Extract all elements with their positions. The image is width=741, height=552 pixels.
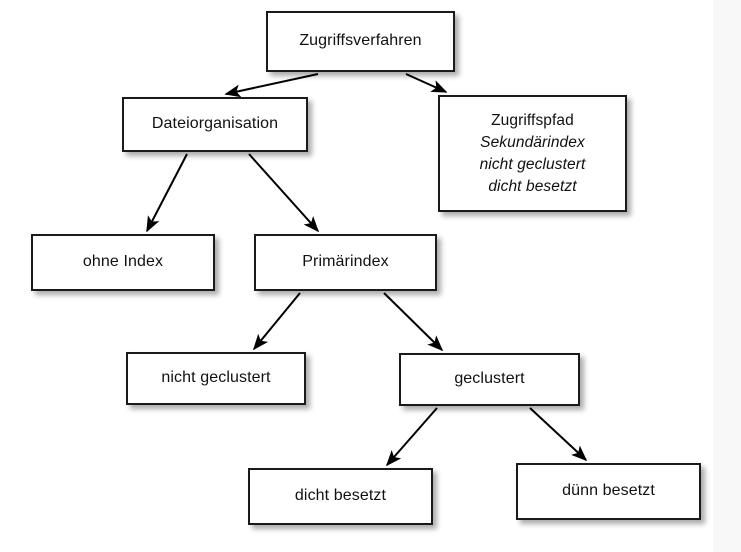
node-label-line: dünn besetzt: [562, 482, 655, 500]
edge-geclustert-to-duenn-besetzt: [529, 407, 588, 462]
node-label-line: Zugriffsverfahren: [299, 32, 422, 50]
node-label-line: dicht besetzt: [294, 487, 387, 505]
node-label-line: Primärindex: [302, 253, 389, 271]
edge-primaerindex-to-geclustert: [383, 292, 444, 352]
edge-dateiorganisation-to-ohne-index: [146, 153, 188, 233]
node-label-line: geclustert: [454, 370, 525, 388]
edge-zugriffsverfahren-to-zugriffspfad: [405, 73, 448, 93]
edge-geclustert-to-dicht-besetzt: [385, 407, 438, 467]
node-label-line: nicht geclustert: [479, 155, 586, 173]
node-ohne-index[interactable]: ohne Index: [31, 234, 215, 291]
edge-group: [146, 73, 588, 467]
node-label-line: Dateiorganisation: [151, 115, 279, 133]
edge-zugriffsverfahren-to-dateiorganisation: [224, 73, 319, 98]
node-dicht-besetzt[interactable]: dicht besetzt: [248, 468, 433, 525]
node-zugriffsverfahren[interactable]: Zugriffsverfahren: [266, 11, 455, 72]
node-dateiorganisation[interactable]: Dateiorganisation: [122, 97, 308, 152]
right-margin-strip: [713, 0, 741, 552]
node-label-line: ohne Index: [82, 253, 164, 271]
node-label-line: dicht besetzt: [488, 177, 577, 195]
node-primaerindex[interactable]: Primärindex: [254, 234, 437, 291]
node-nicht-geclustert[interactable]: nicht geclustert: [126, 352, 306, 405]
node-duenn-besetzt[interactable]: dünn besetzt: [516, 463, 701, 520]
edge-primaerindex-to-nicht-geclustert: [252, 292, 301, 351]
node-label-line: Sekundärindex: [480, 133, 585, 151]
node-label-line: Zugriffspfad: [491, 111, 574, 129]
edge-dateiorganisation-to-primaerindex: [248, 153, 320, 233]
node-geclustert[interactable]: geclustert: [399, 353, 580, 406]
node-label-line: nicht geclustert: [161, 369, 271, 387]
